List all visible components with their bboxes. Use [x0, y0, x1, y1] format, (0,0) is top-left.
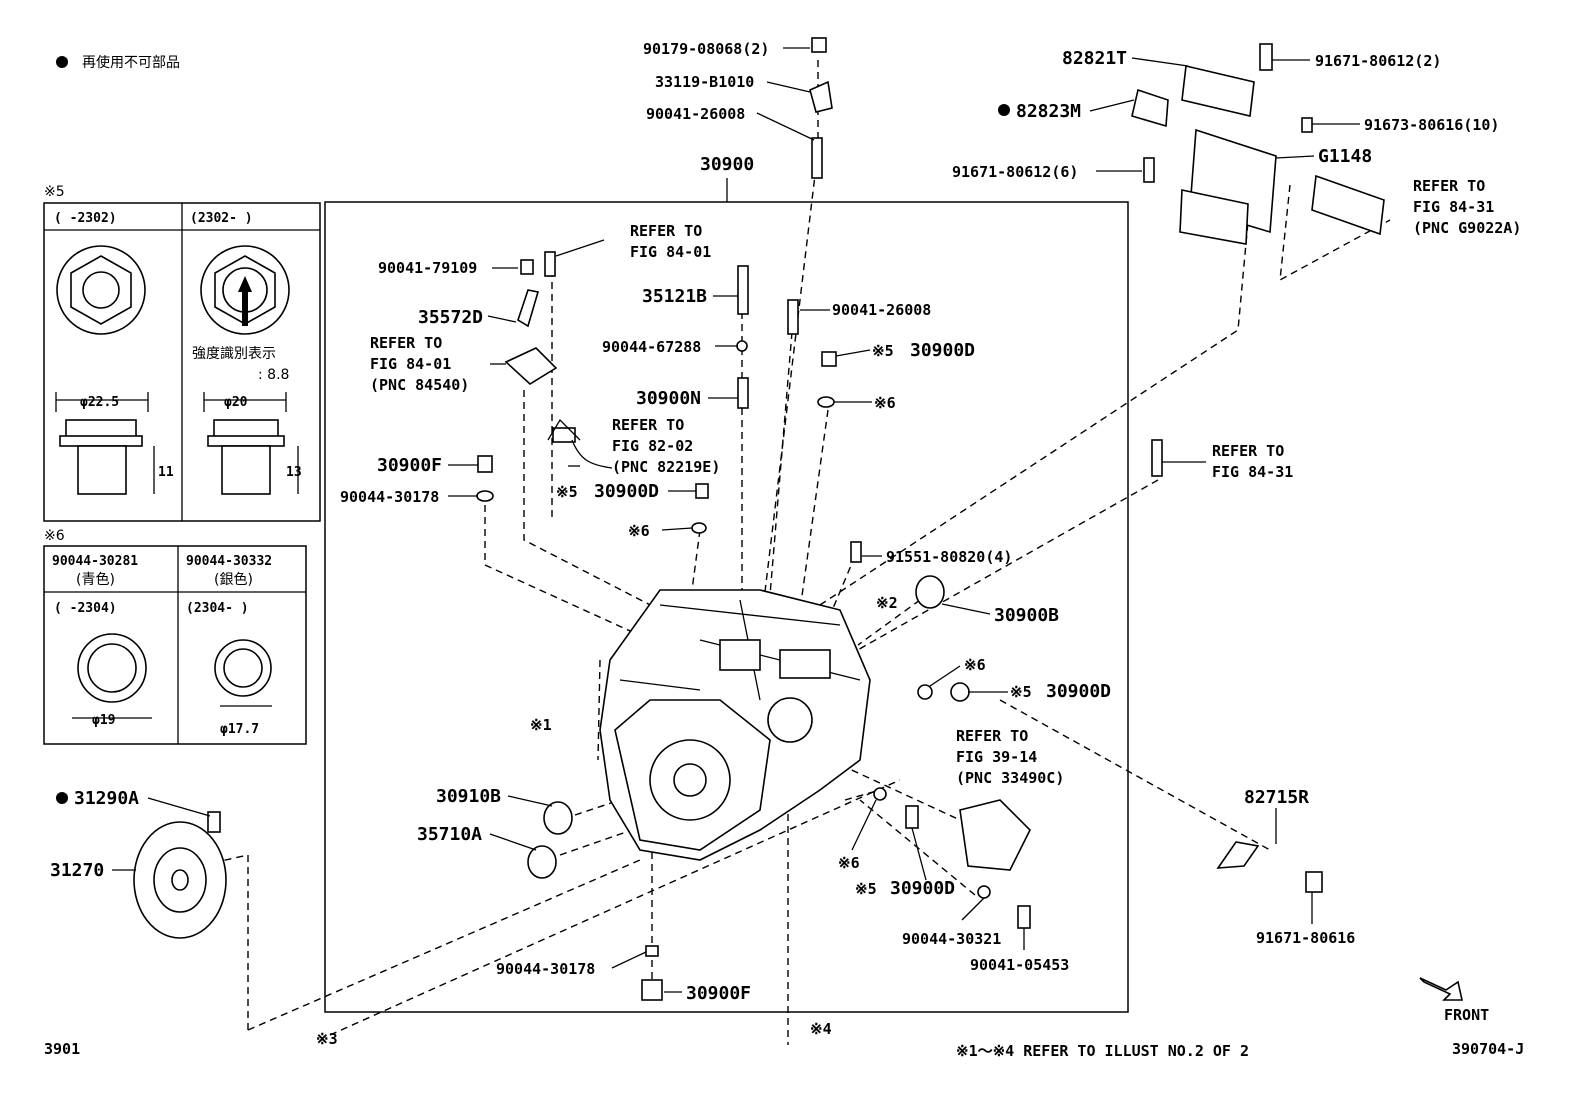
front-label: FRONT — [1444, 1006, 1489, 1024]
table6-col2-part: 90044-30332 — [186, 554, 272, 569]
table-6: ※6 90044-30281 (青色) 90044-30332 (銀色) ( -… — [43, 528, 307, 745]
table5-col2-range: (2302- ) — [190, 211, 253, 226]
mark1: ※1 — [530, 716, 552, 734]
mark4: ※4 — [810, 1020, 832, 1038]
table5-len2: 13 — [286, 465, 302, 480]
table6-col1-part: 90044-30281 — [52, 554, 138, 569]
label-90044-30178-a: 90044-30178 — [340, 488, 439, 506]
label-30900D-c: 30900D — [1046, 681, 1111, 702]
leaders — [112, 47, 1360, 993]
label-82715R: 82715R — [1244, 787, 1309, 808]
label-30900F-a: 30900F — [377, 455, 442, 476]
transaxle-assembly — [599, 589, 871, 861]
table6-mark: ※6 — [44, 528, 65, 544]
refer-g9022a-1: REFER TO — [1413, 177, 1485, 195]
label-90041-26008-top: 90041-26008 — [646, 105, 745, 123]
refer-g9022a-2: FIG 84-31 — [1413, 198, 1494, 216]
table5-len1: 11 — [158, 465, 174, 480]
refer-33490C-3: (PNC 33490C) — [956, 769, 1064, 787]
label-35121B: 35121B — [642, 286, 707, 307]
table6-col1-color: (青色) — [76, 571, 115, 588]
label-30900D-b: 30900D — [594, 481, 659, 502]
footer-right: 390704-J — [1452, 1040, 1524, 1058]
label-30900B: 30900B — [994, 605, 1059, 626]
legend-text: 再使用不可部品 — [82, 54, 180, 71]
label-82821T: 82821T — [1062, 48, 1127, 69]
footer-left: 3901 — [44, 1040, 80, 1058]
label-30900D-a: 30900D — [910, 340, 975, 361]
label-91671-6: 91671-80612(6) — [952, 163, 1078, 181]
mark6-a: ※6 — [874, 394, 896, 412]
table6-col2-color: (銀色) — [214, 571, 253, 588]
refer-82219E-2: FIG 82-02 — [612, 437, 693, 455]
mark2: ※2 — [876, 594, 898, 612]
footer-note: ※1～※4 REFER TO ILLUST NO.2 OF 2 — [956, 1042, 1249, 1060]
table-5: ※5 ( -2302) (2302- ) 強度識別表示 : 8.8 φ22.5 … — [43, 184, 321, 522]
part-labels: 90179-08068(2) 33119-B1010 90041-26008 8… — [50, 40, 1521, 1048]
label-30900D-b-mark: ※5 — [556, 483, 578, 501]
non-reusable-dot-icon — [998, 104, 1010, 116]
label-90044-30321: 90044-30321 — [902, 930, 1001, 948]
label-G1148: G1148 — [1318, 146, 1372, 167]
label-90044-30178-b: 90044-30178 — [496, 960, 595, 978]
front-arrow-icon — [1419, 977, 1463, 1001]
table5-mark: ※5 — [44, 184, 65, 200]
table5-dia1: φ22.5 — [80, 395, 119, 410]
label-91671-2: 91671-80612(2) — [1315, 52, 1441, 70]
refer-84540-2: FIG 84-01 — [370, 355, 451, 373]
refer-84540-3: (PNC 84540) — [370, 376, 469, 394]
label-30900D-d: 30900D — [890, 878, 955, 899]
table6-dia1: φ19 — [92, 713, 115, 728]
label-31270: 31270 — [50, 860, 104, 881]
refer-82219E-1: REFER TO — [612, 416, 684, 434]
label-82823M: 82823M — [1016, 101, 1081, 122]
label-30900D-a-mark: ※5 — [872, 342, 894, 360]
label-31290A: 31290A — [74, 788, 139, 809]
label-90179: 90179-08068(2) — [643, 40, 769, 58]
refer-8401a-2: FIG 84-01 — [630, 243, 711, 261]
table5-dia2: φ20 — [224, 395, 248, 410]
table6-col1-range: ( -2304) — [54, 601, 117, 616]
label-30900: 30900 — [700, 154, 754, 175]
label-30900F-b: 30900F — [686, 983, 751, 1004]
label-35572D: 35572D — [418, 307, 483, 328]
label-30900D-d-mark: ※5 — [855, 880, 877, 898]
legend: 再使用不可部品 — [56, 54, 180, 71]
refer-8401a-1: REFER TO — [630, 222, 702, 240]
label-91551: 91551-80820(4) — [886, 548, 1012, 566]
table5-col1-range: ( -2302) — [54, 211, 117, 226]
non-reusable-dot-icon — [56, 56, 68, 68]
label-30910B: 30910B — [436, 786, 501, 807]
mark3: ※3 — [316, 1030, 338, 1048]
mark6-d: ※6 — [838, 854, 860, 872]
footer: 3901 ※1～※4 REFER TO ILLUST NO.2 OF 2 390… — [44, 977, 1524, 1060]
label-91671-80616: 91671-80616 — [1256, 929, 1355, 947]
small-parts — [133, 37, 1385, 1001]
strength-id-label: 強度識別表示 — [192, 346, 276, 362]
label-30900D-c-mark: ※5 — [1010, 683, 1032, 701]
label-91673: 91673-80616(10) — [1364, 116, 1499, 134]
mark6-b: ※6 — [628, 522, 650, 540]
label-35710A: 35710A — [417, 824, 482, 845]
label-33119: 33119-B1010 — [655, 73, 754, 91]
refer-33490C-1: REFER TO — [956, 727, 1028, 745]
label-90044-67288: 90044-67288 — [602, 338, 701, 356]
label-30900N: 30900N — [636, 388, 701, 409]
refer-84540-1: REFER TO — [370, 334, 442, 352]
non-reusable-dot-icon — [56, 792, 68, 804]
label-90041-05453: 90041-05453 — [970, 956, 1069, 974]
refer-8431-2: FIG 84-31 — [1212, 463, 1293, 481]
mark6-c: ※6 — [964, 656, 986, 674]
label-90041-79109: 90041-79109 — [378, 259, 477, 277]
label-90041-26008-mid: 90041-26008 — [832, 301, 931, 319]
refer-33490C-2: FIG 39-14 — [956, 748, 1037, 766]
table6-col2-range: (2304- ) — [186, 601, 249, 616]
refer-8431-1: REFER TO — [1212, 442, 1284, 460]
refer-g9022a-3: (PNC G9022A) — [1413, 219, 1521, 237]
refer-82219E-3: (PNC 82219E) — [612, 458, 720, 476]
table6-dia2: φ17.7 — [220, 722, 259, 737]
strength-id-value: : 8.8 — [258, 367, 289, 383]
